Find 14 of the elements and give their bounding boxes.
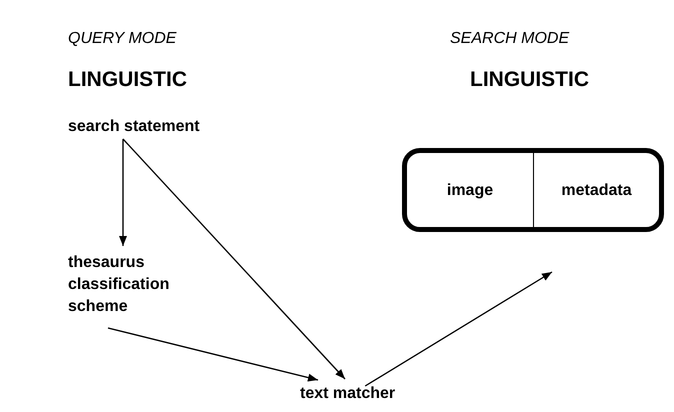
cell-label: image bbox=[446, 180, 494, 200]
rounded-box bbox=[402, 148, 664, 232]
mode-heading: LINGUISTIC bbox=[68, 68, 187, 92]
arrow bbox=[108, 327, 318, 382]
mode-title: QUERY MODE bbox=[68, 30, 176, 48]
mode-title: SEARCH MODE bbox=[450, 30, 570, 48]
cell-label: metadata bbox=[561, 180, 632, 200]
arrow bbox=[119, 139, 127, 246]
node-label: search statement bbox=[68, 117, 200, 136]
arrow bbox=[364, 271, 552, 387]
mode-heading: LINGUISTIC bbox=[470, 68, 589, 92]
arrow bbox=[122, 138, 346, 380]
node-label: thesaurus classification scheme bbox=[68, 253, 170, 317]
node-label: text matcher bbox=[300, 384, 396, 403]
